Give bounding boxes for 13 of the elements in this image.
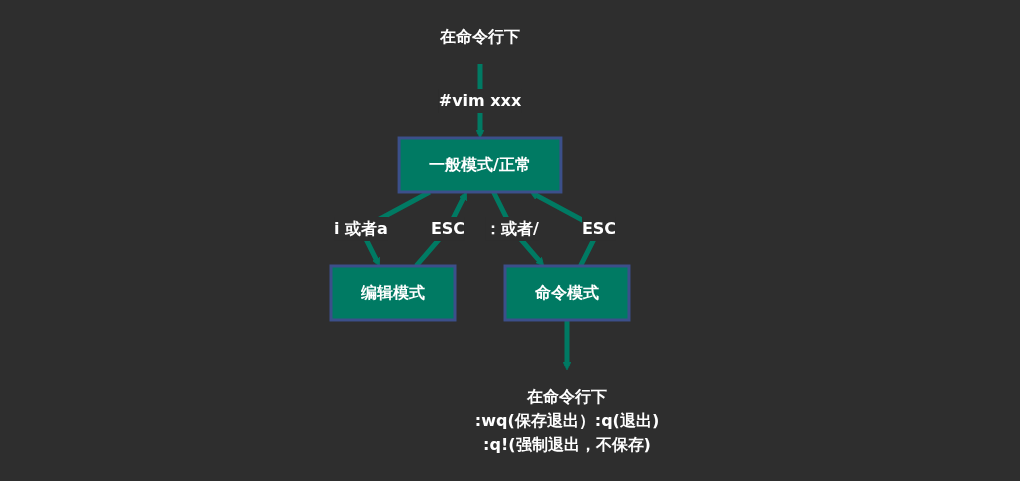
node-box: 一般模式/正常 [397,136,563,193]
node-label: :q!(强制退出，不保存) [482,434,651,454]
node-box: 编辑模式 [329,264,457,321]
edge-label: ：或者/ [484,218,539,238]
edge-label: #vim xxx [438,90,522,110]
edge-label: ESC [430,218,465,238]
node-text: 在命令行下 [526,386,607,406]
node-label: :wq(保存退出）:q(退出) [474,410,660,430]
edge-label: i 或者a [333,218,388,238]
edge-label: ESC [581,218,616,238]
arrow [562,319,572,370]
node-text: 在命令行下 [439,26,520,46]
node-box: 命令模式 [503,264,631,321]
